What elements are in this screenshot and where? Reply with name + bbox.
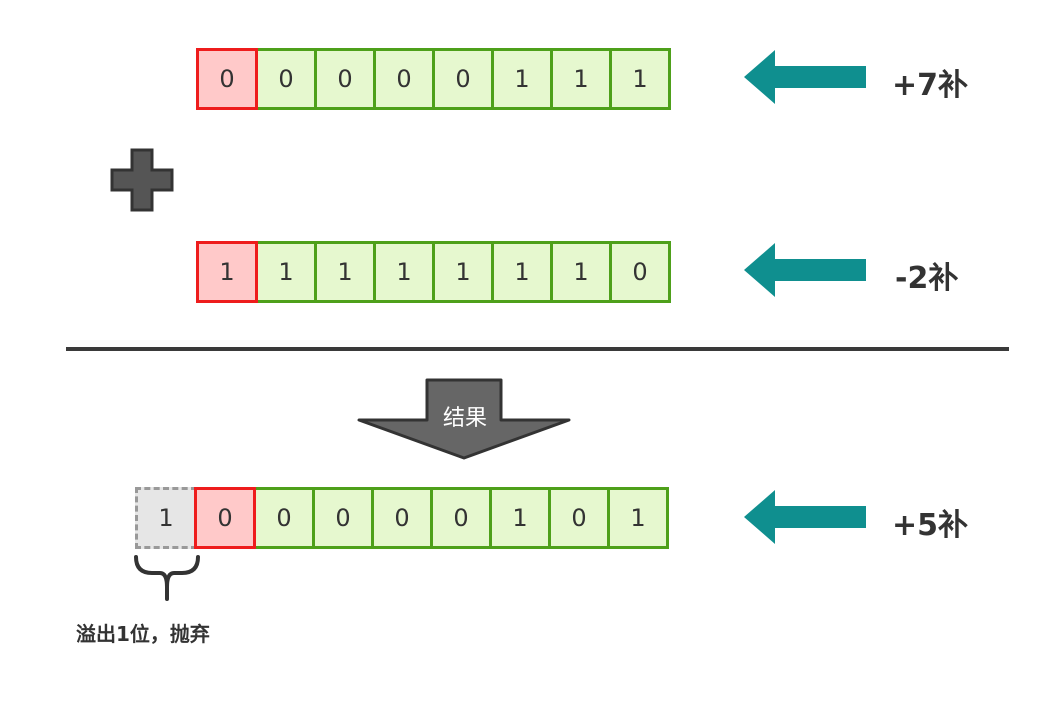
sign-bit: 0 xyxy=(196,48,258,110)
bit-cell: 1 xyxy=(491,241,553,303)
bit-cell: 0 xyxy=(371,487,433,549)
bit-cell: 1 xyxy=(432,241,494,303)
bit-cell: 0 xyxy=(432,48,494,110)
bit-row-plus7: 0 0 0 0 0 1 1 1 xyxy=(196,48,671,110)
brace-icon xyxy=(134,555,200,601)
left-arrow-icon xyxy=(744,50,866,104)
bit-cell: 1 xyxy=(255,241,317,303)
bit-cell: 0 xyxy=(253,487,315,549)
row-label: -2补 xyxy=(895,261,959,296)
result-arrow-text: 结果 xyxy=(442,406,487,431)
bit-cell: 0 xyxy=(609,241,671,303)
overflow-note: 溢出1位，抛弃 xyxy=(76,622,210,646)
bit-cell: 0 xyxy=(314,48,376,110)
sign-bit: 1 xyxy=(196,241,258,303)
left-arrow-icon xyxy=(744,243,866,297)
bit-row-result: 1 0 0 0 0 0 1 0 1 xyxy=(135,487,669,549)
bit-cell: 1 xyxy=(491,48,553,110)
bit-cell: 0 xyxy=(548,487,610,549)
sign-bit: 0 xyxy=(194,487,256,549)
bit-cell: 0 xyxy=(312,487,374,549)
bit-cell: 1 xyxy=(609,48,671,110)
bit-cell: 0 xyxy=(430,487,492,549)
bit-cell: 1 xyxy=(550,48,612,110)
row-label: +5补 xyxy=(892,508,969,543)
bit-cell: 1 xyxy=(314,241,376,303)
bit-cell: 1 xyxy=(489,487,551,549)
bit-cell: 1 xyxy=(373,241,435,303)
overflow-bit: 1 xyxy=(135,487,197,549)
down-arrow-icon xyxy=(357,378,571,460)
bit-cell: 1 xyxy=(607,487,669,549)
sum-divider xyxy=(66,347,1009,351)
bit-cell: 0 xyxy=(373,48,435,110)
bit-cell: 1 xyxy=(550,241,612,303)
bit-row-minus2: 1 1 1 1 1 1 1 0 xyxy=(196,241,671,303)
row-label: +7补 xyxy=(892,68,969,103)
left-arrow-icon xyxy=(744,490,866,544)
plus-icon xyxy=(110,148,174,212)
bit-cell: 0 xyxy=(255,48,317,110)
